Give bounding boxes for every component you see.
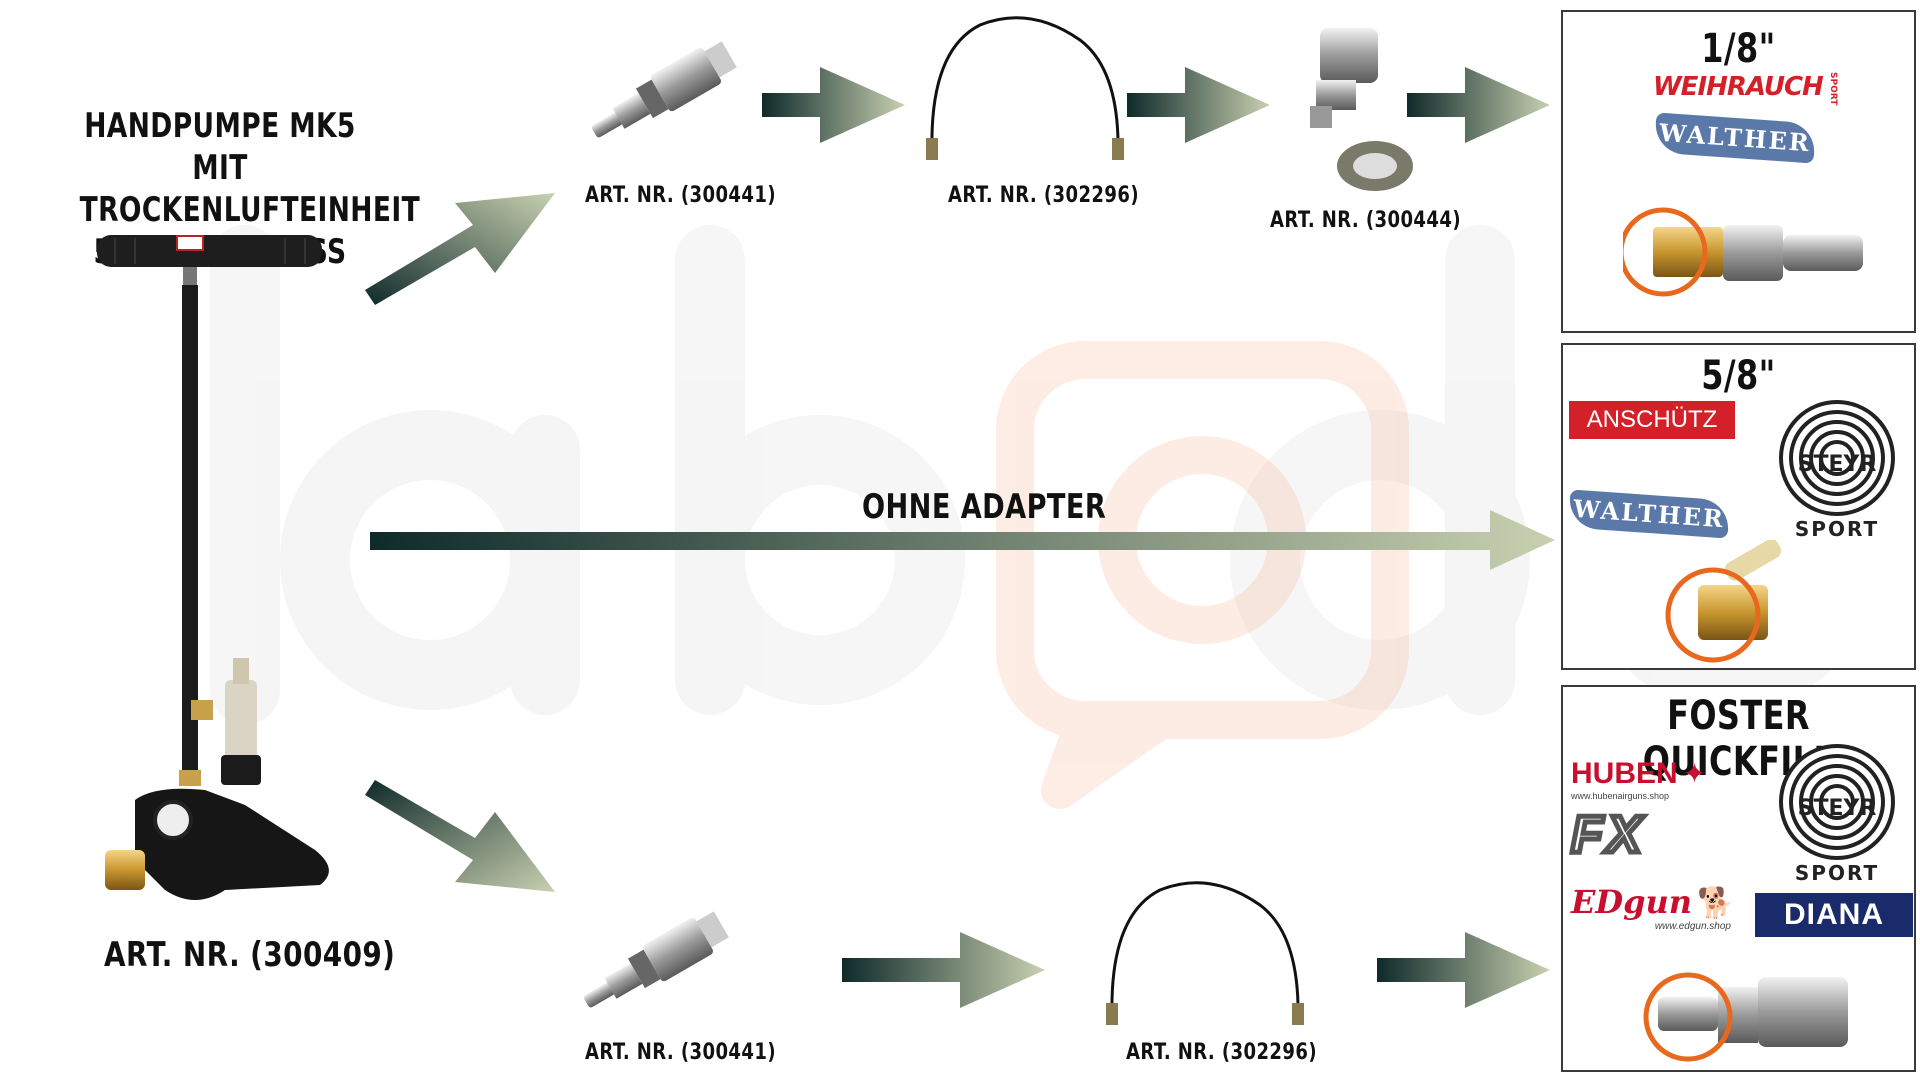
box-1-8-inch: 1/8" WEIHRAUCH SPORT WALTHER — [1561, 10, 1916, 333]
arrow-top-1 — [762, 67, 905, 143]
edgun-logo: EDgun 🐕 www.edgun.shop — [1571, 883, 1741, 932]
hand-pump-image — [97, 235, 329, 900]
bottom-art-nr-1: ART. NR. (300441) — [585, 1040, 776, 1065]
arrow-bottom-2 — [1377, 932, 1550, 1008]
pump-title-line2: MIT TROCKENLUFTEINHEIT — [79, 148, 421, 230]
walther-logo-text: WALTHER — [1658, 117, 1812, 158]
dog-icon: 🐕 — [1697, 886, 1735, 921]
walther-logo-1: WALTHER — [1653, 112, 1817, 164]
adapter-300441-image — [591, 41, 737, 138]
arrow-ohne-adapter — [370, 510, 1555, 570]
box-2-title: 5/8" — [1701, 353, 1776, 399]
arrow-bottom-1 — [842, 932, 1045, 1008]
steyr-emblem-text-2: STEYR — [1798, 796, 1877, 821]
connector-1-8-image — [1623, 207, 1863, 297]
box-1-title: 1/8" — [1701, 26, 1776, 72]
steyr-logo-2: STEYR SPORT — [1778, 743, 1896, 885]
steyr-sport-text: SPORT — [1794, 517, 1880, 541]
top-art-nr-2: ART. NR. (302296) — [948, 183, 1139, 208]
box-foster-quickfill: FOSTER QUICKFILL HUBEN ✦ www.hubenairgun… — [1561, 685, 1916, 1072]
steyr-sport-text-2: SPORT — [1794, 861, 1880, 885]
edgun-logo-text: EDgun — [1571, 883, 1693, 921]
bottom-art-nr-2: ART. NR. (302296) — [1126, 1040, 1317, 1065]
huben-logo: HUBEN ✦ www.hubenairguns.shop — [1571, 757, 1706, 801]
weihrauch-logo-text: WEIHRAUCH — [1653, 72, 1824, 102]
arrow-top-2 — [1127, 67, 1270, 143]
steyr-logo-1: STEYR SPORT — [1778, 399, 1896, 541]
connector-5-8-image — [1665, 540, 1782, 663]
arrow-to-top-row — [365, 193, 555, 305]
dragon-icon: ✦ — [1682, 757, 1707, 790]
box-5-8-inch: 5/8" ANSCHÜTZ WALTHER STEYR SPORT — [1561, 343, 1916, 670]
hose-302296-image-bottom — [1106, 881, 1304, 1025]
steyr-emblem: STEYR — [1779, 400, 1895, 516]
top-art-nr-3: ART. NR. (300444) — [1270, 208, 1461, 233]
fx-logo: FX — [1568, 804, 1646, 867]
huben-logo-text: HUBEN — [1571, 757, 1678, 790]
huben-url: www.hubenairguns.shop — [1571, 791, 1670, 801]
adapter-300441-image-bottom — [583, 911, 729, 1008]
steyr-emblem-2: STEYR — [1779, 744, 1895, 860]
arrow-top-3 — [1407, 67, 1550, 143]
steyr-emblem-text: STEYR — [1798, 452, 1877, 477]
pump-art-nr: ART. NR. (300409) — [104, 935, 396, 975]
edgun-url: www.edgun.shop — [1654, 921, 1731, 932]
hose-302296-image — [926, 16, 1124, 160]
diana-logo-text: DIANA — [1784, 898, 1884, 931]
weihrauch-sport-text: SPORT — [1827, 72, 1838, 106]
anschutz-logo: ANSCHÜTZ — [1569, 401, 1735, 439]
anschutz-logo-text: ANSCHÜTZ — [1586, 406, 1718, 433]
fitting-300444-image — [1310, 28, 1413, 191]
fx-logo-text: FX — [1568, 804, 1646, 867]
top-art-nr-1: ART. NR. (300441) — [585, 183, 776, 208]
walther-logo-text-2: WALTHER — [1572, 493, 1726, 534]
ohne-adapter-label: OHNE ADAPTER — [862, 487, 1107, 527]
pump-title-line1: HANDPUMPE MK5 — [84, 106, 356, 146]
arrow-to-bottom-row — [365, 780, 555, 892]
diana-logo: DIANA — [1755, 893, 1913, 937]
weihrauch-logo: WEIHRAUCH SPORT — [1653, 72, 1838, 105]
connector-foster-image — [1643, 972, 1848, 1062]
walther-logo-2: WALTHER — [1567, 489, 1731, 539]
